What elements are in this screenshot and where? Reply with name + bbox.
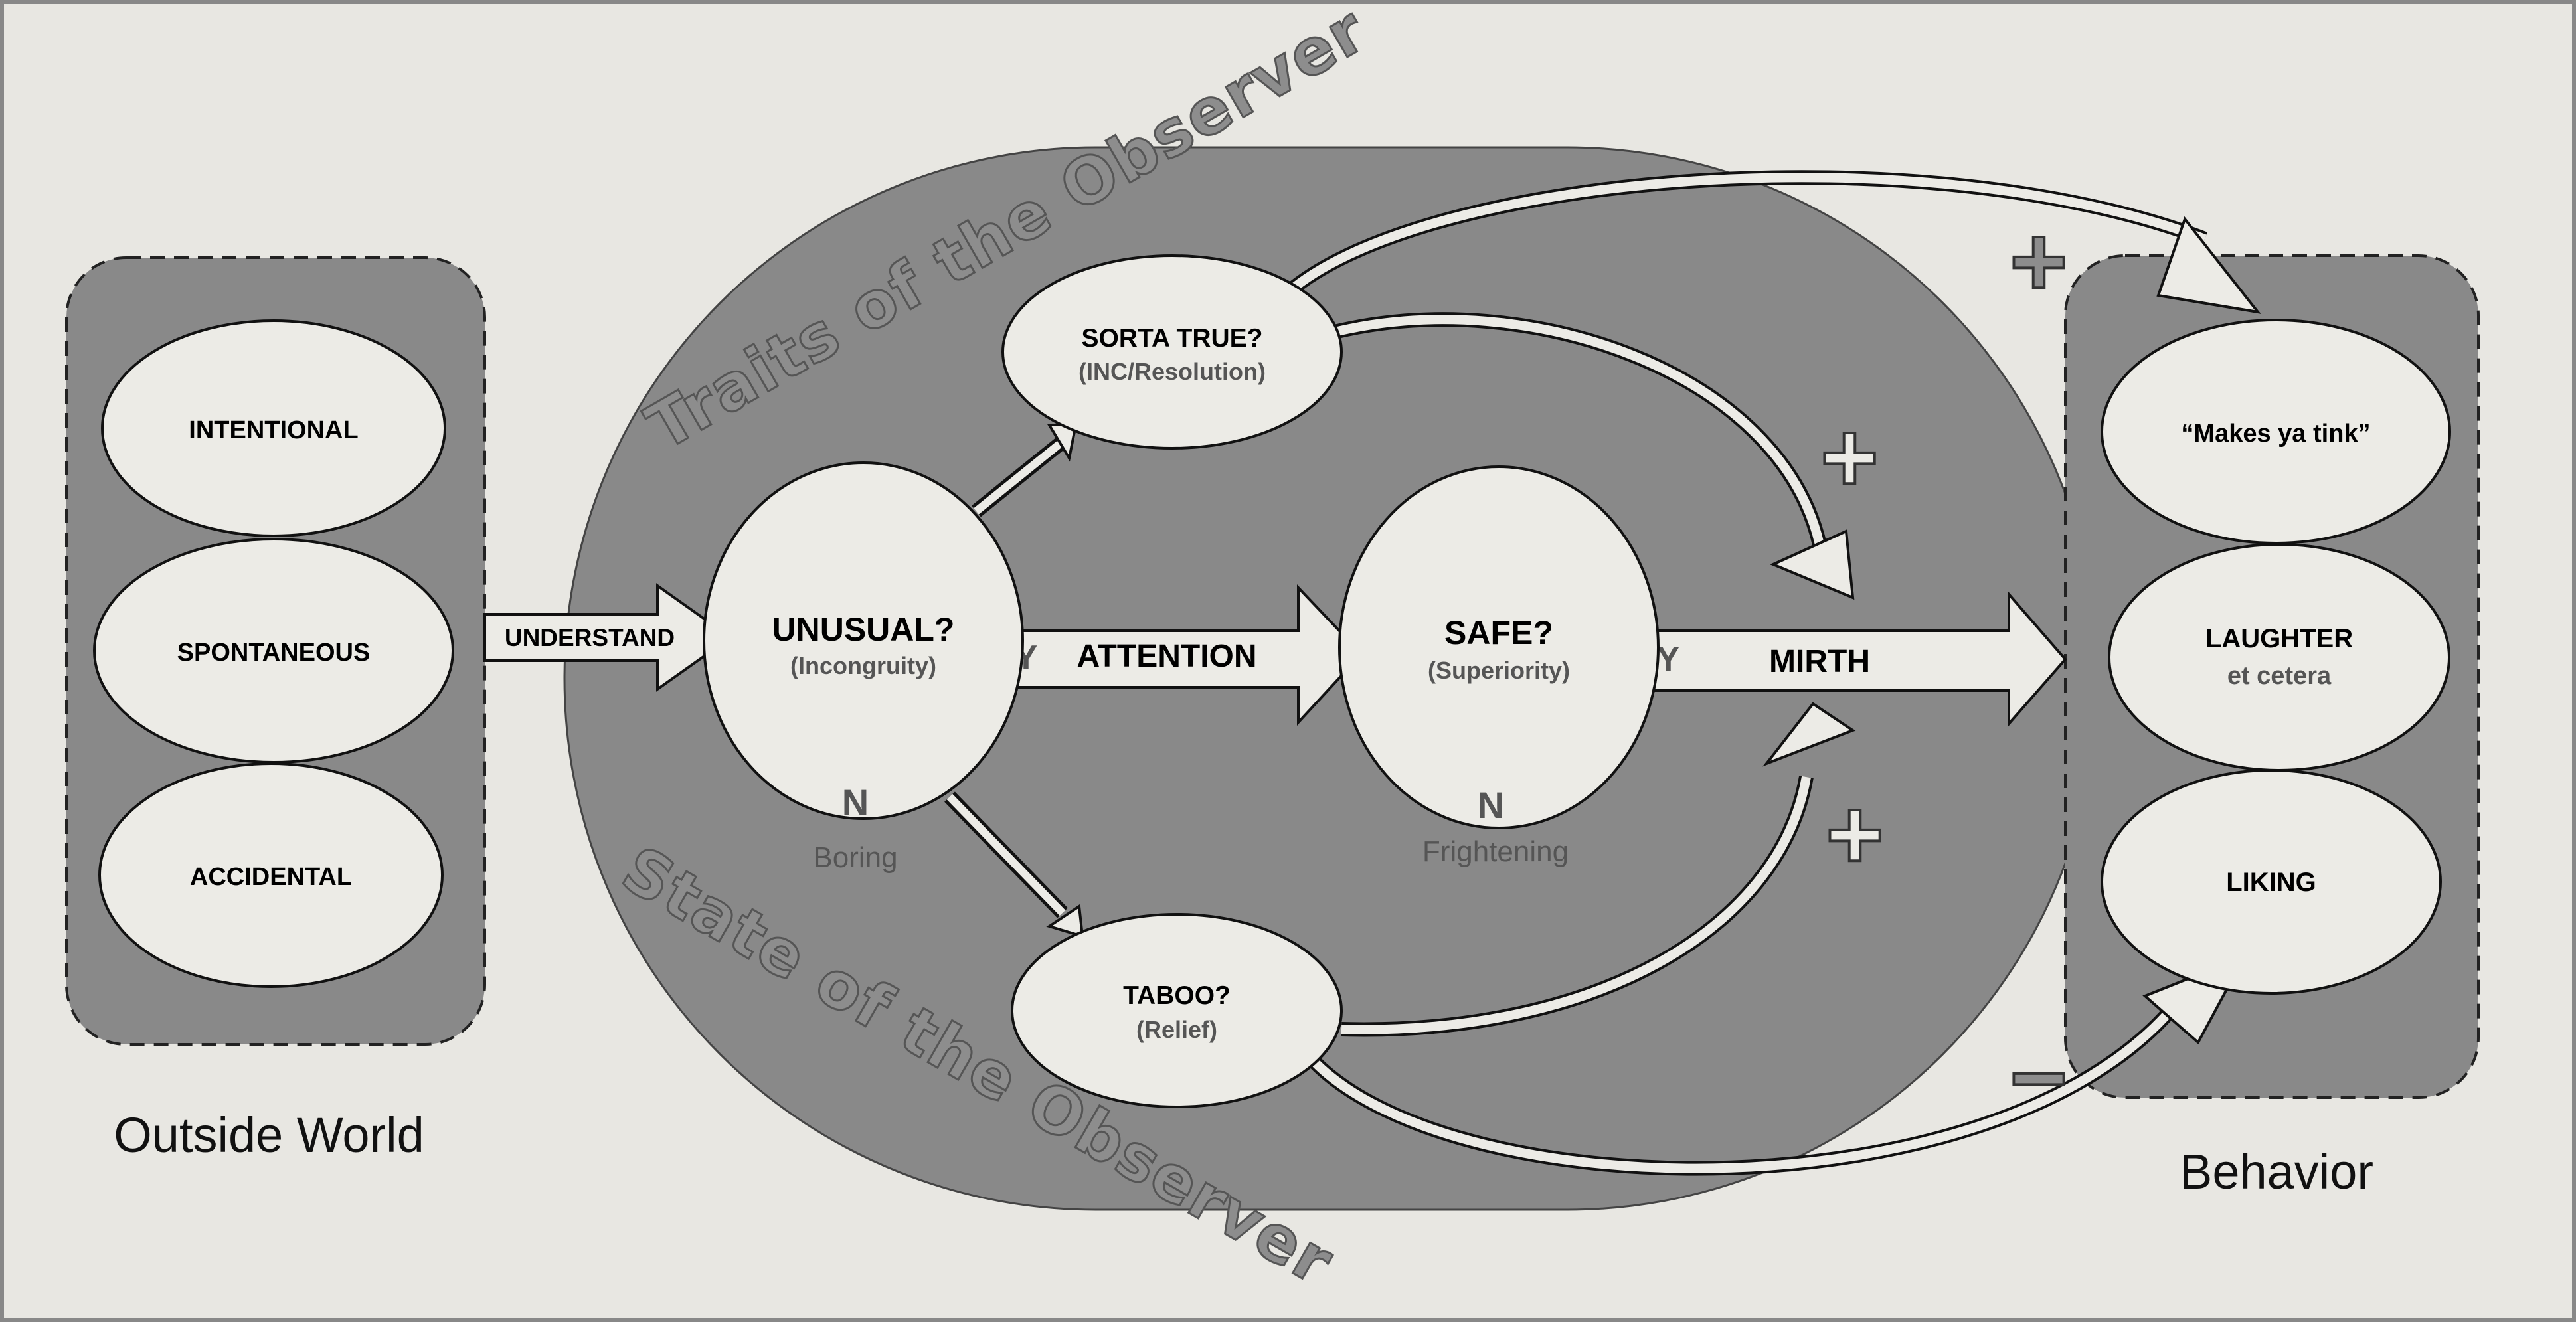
signs: + + + − <box>1819 204 2069 1135</box>
sorta-true-title: SORTA TRUE? <box>1082 324 1263 353</box>
minus-sign-liking: − <box>2010 1022 2068 1133</box>
mirth-label: MIRTH <box>1769 644 1870 679</box>
frightening-label: Frightening <box>1422 835 1569 868</box>
laughter-sub: et cetera <box>2227 662 2332 690</box>
safe-no: N <box>1478 784 1504 826</box>
understand-label: UNDERSTAND <box>505 624 675 651</box>
safe-sub: (Superiority) <box>1428 657 1570 684</box>
understand-arrow: UNDERSTAND <box>483 583 733 692</box>
unusual-node: UNUSUAL? (Incongruity) N <box>703 461 1024 823</box>
unusual-no: N <box>842 782 869 823</box>
unusual-sub: (Incongruity) <box>790 652 936 679</box>
laughter-node <box>2108 543 2450 772</box>
accidental-node <box>98 762 444 988</box>
plus-sign-makes: + <box>2010 205 2068 317</box>
intentional-label: INTENTIONAL <box>189 416 358 444</box>
liking-node <box>2101 769 2442 995</box>
intentional-node <box>101 319 446 537</box>
unusual-title: UNUSUAL? <box>772 611 955 648</box>
plus-sign-sorta: + <box>1820 401 1879 513</box>
behavior-caption: Behavior <box>2180 1144 2373 1199</box>
taboo-sub: (Relief) <box>1136 1016 1217 1043</box>
behavior-items: “Makes ya tink” LAUGHTER et cetera LIKIN… <box>2101 319 2451 995</box>
makes-label: “Makes ya tink” <box>2181 420 2370 448</box>
outside-world-caption: Outside World <box>114 1108 424 1163</box>
mirth-yes: Y <box>1657 640 1680 679</box>
sorta-true-sub: (INC/Resolution) <box>1078 358 1266 385</box>
taboo-title: TABOO? <box>1123 981 1231 1010</box>
safe-node: SAFE? (Superiority) N <box>1338 465 1660 829</box>
spontaneous-label: SPONTANEOUS <box>177 639 371 667</box>
diagonal-arrows <box>944 424 1084 938</box>
accidental-label: ACCIDENTAL <box>190 863 352 891</box>
curved-arrows <box>1283 170 2261 1176</box>
boring-label: Boring <box>813 841 897 874</box>
plus-sign-taboo: + <box>1826 778 1884 890</box>
makes-node <box>2101 319 2451 544</box>
spontaneous-node <box>93 538 454 764</box>
attention-label: ATTENTION <box>1076 639 1256 674</box>
laughter-label: LAUGHTER <box>2205 624 2353 653</box>
sorta-true-node: SORTA TRUE? (INC/Resolution) <box>1001 254 1343 450</box>
attention-arrow: Y ATTENTION <box>1001 584 1363 726</box>
mirth-arrow: Y MIRTH <box>1644 590 2067 728</box>
outside-items: INTENTIONAL SPONTANEOUS ACCIDENTAL <box>93 319 454 988</box>
safe-title: SAFE? <box>1444 614 1553 651</box>
taboo-node: TABOO? (Relief) <box>1011 913 1343 1108</box>
liking-label: LIKING <box>2226 868 2316 897</box>
